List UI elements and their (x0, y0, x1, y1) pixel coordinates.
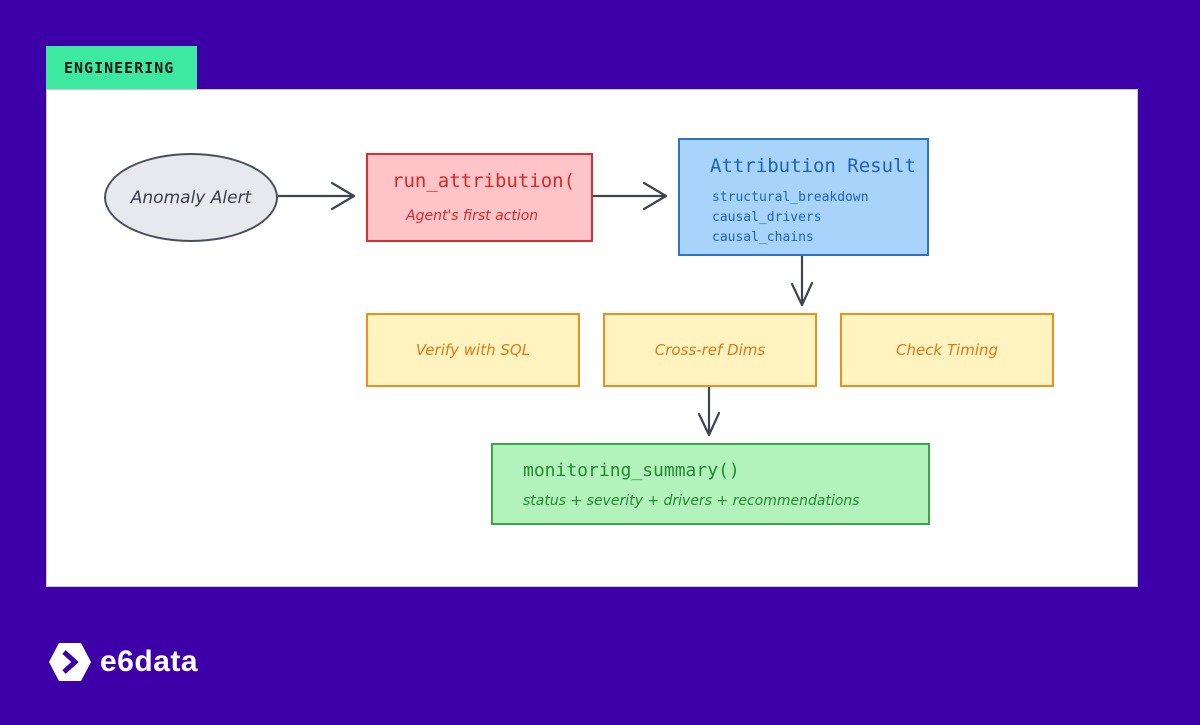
check-timing-label: Check Timing (895, 341, 999, 359)
brand-name: e6data (100, 645, 199, 678)
cross-ref-dims-label: Cross-ref Dims (654, 341, 766, 359)
monitoring-summary-node: monitoring_summary() status + severity +… (491, 443, 930, 525)
anomaly-alert-node: Anomaly Alert (104, 153, 278, 242)
arrow-run-to-result (591, 181, 668, 211)
monitoring-summary-title: monitoring_summary() (523, 460, 740, 481)
arrow-alert-to-run (277, 181, 356, 211)
arrow-result-to-checks (790, 254, 814, 307)
monitoring-summary-subtitle: status + severity + drivers + recommenda… (523, 493, 860, 509)
attribution-result-item: causal_drivers (712, 210, 822, 225)
attribution-result-node: Attribution Result structural_breakdown … (678, 138, 929, 256)
attribution-result-title: Attribution Result (710, 155, 916, 177)
verify-sql-label: Verify with SQL (415, 341, 531, 359)
category-tag: ENGINEERING (46, 46, 197, 89)
anomaly-alert-label: Anomaly Alert (130, 187, 252, 208)
cross-ref-dims-node: Cross-ref Dims (603, 313, 817, 387)
run-attribution-title: run_attribution( (392, 170, 576, 192)
arrow-checks-to-summary (697, 385, 721, 437)
hexagon-chevron-icon (49, 643, 91, 681)
diagram-arrows (277, 181, 814, 437)
attribution-result-item: structural_breakdown (712, 190, 869, 205)
run-attribution-subtitle: Agent's first action (406, 208, 539, 224)
attribution-result-item: causal_chains (712, 230, 814, 245)
brand-logo: e6data (48, 642, 198, 682)
diagram-canvas: Anomaly Alert run_attribution( Agent's f… (46, 89, 1138, 587)
check-timing-node: Check Timing (840, 313, 1054, 387)
run-attribution-node: run_attribution( Agent's first action (366, 153, 593, 242)
verify-sql-node: Verify with SQL (366, 313, 580, 387)
